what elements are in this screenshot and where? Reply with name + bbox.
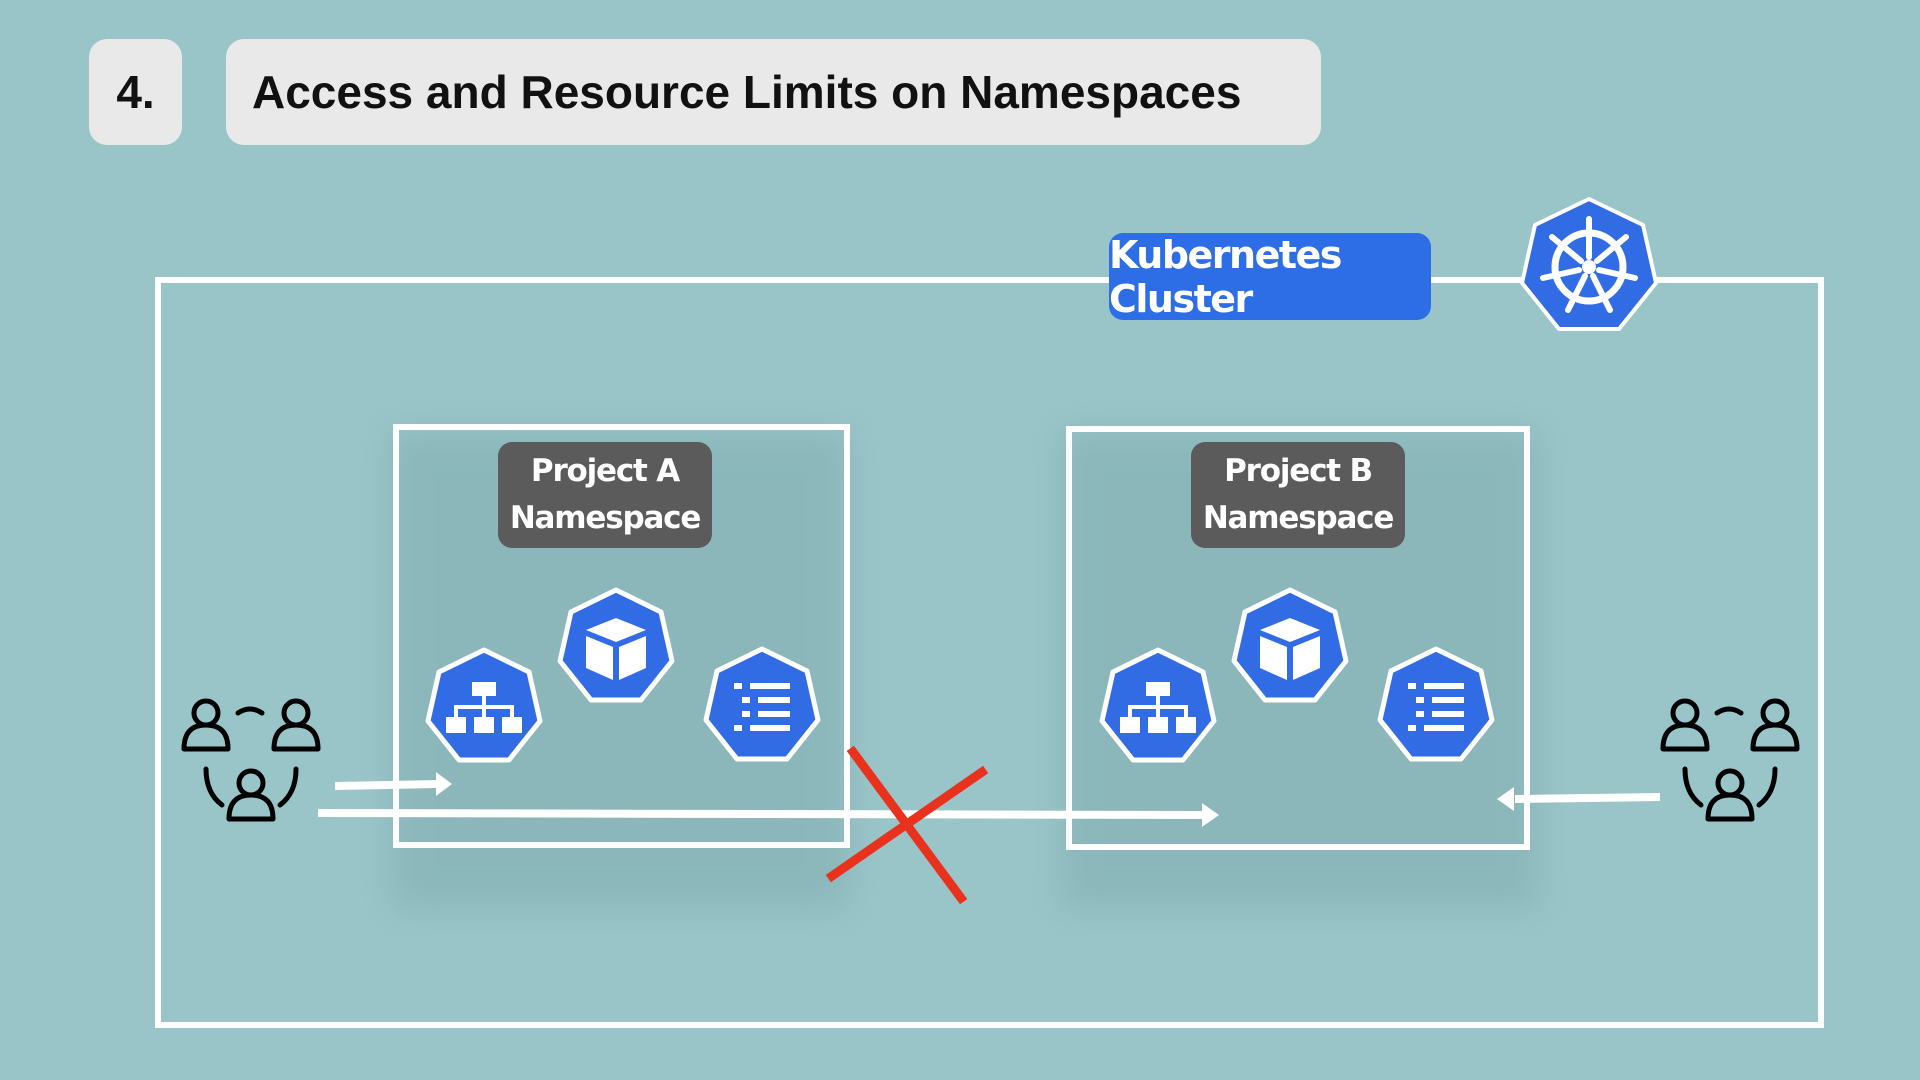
slide-number: 4. bbox=[89, 39, 182, 145]
namespace-b-label-line1: Project B bbox=[1224, 453, 1373, 489]
namespace-a-label: Project A Namespace bbox=[498, 442, 712, 548]
namespace-a-frame bbox=[393, 424, 850, 848]
namespace-b-label: Project B Namespace bbox=[1191, 442, 1405, 548]
namespace-a-label-line1: Project A bbox=[530, 453, 680, 489]
user-group-icon bbox=[184, 701, 318, 819]
pod-icon bbox=[560, 590, 672, 700]
cluster-frame bbox=[155, 277, 1824, 1028]
config-list-icon bbox=[706, 649, 818, 759]
access-arrow-a bbox=[334, 772, 452, 796]
cluster-label: Kubernetes Cluster bbox=[1109, 233, 1431, 321]
service-icon bbox=[428, 650, 540, 760]
kubernetes-helm-icon bbox=[1520, 197, 1658, 331]
namespace-b-label-line2: Namespace bbox=[1202, 500, 1395, 536]
deny-cross-icon bbox=[825, 745, 989, 905]
pod-icon bbox=[1234, 590, 1346, 700]
namespace-b-frame bbox=[1066, 426, 1530, 850]
user-group-icon bbox=[1663, 701, 1797, 819]
access-arrow-b bbox=[1497, 787, 1661, 811]
slide-title: Access and Resource Limits on Namespaces bbox=[226, 39, 1321, 145]
namespace-a-label-line2: Namespace bbox=[509, 500, 702, 536]
config-list-icon bbox=[1380, 649, 1492, 759]
denied-arrow-a-to-b bbox=[317, 803, 1219, 827]
service-icon bbox=[1102, 650, 1214, 760]
